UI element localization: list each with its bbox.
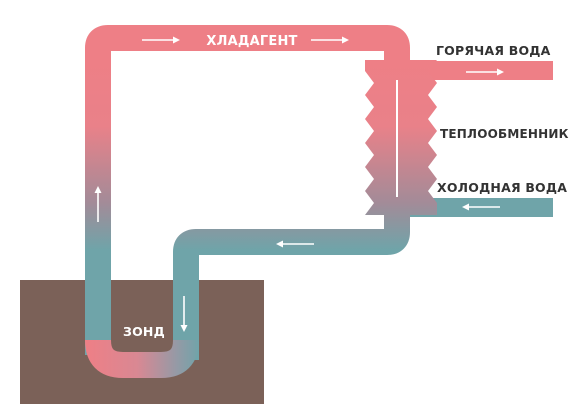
ground-block	[20, 280, 264, 404]
heat-exchanger-label: ТЕПЛООБМЕННИК	[440, 127, 569, 141]
arrow-right-top-2	[311, 36, 349, 44]
arrow-down-probe	[180, 296, 188, 332]
refrigerant-label: ХЛАДАГЕНТ	[206, 34, 297, 49]
probe-label: ЗОНД	[123, 324, 165, 339]
probe-bend	[85, 339, 199, 378]
cold-water-label: ХОЛОДНАЯ ВОДА	[437, 180, 567, 195]
arrow-up-left-pipe	[94, 186, 102, 222]
arrow-right-hot-water	[466, 68, 504, 76]
hot-water-label: ГОРЯЧАЯ ВОДА	[436, 43, 551, 58]
arrow-right-top-1	[142, 36, 180, 44]
hot-water-pipe	[400, 61, 553, 80]
arrow-left-cold-water	[462, 203, 500, 211]
arrow-left-middle	[276, 240, 314, 248]
